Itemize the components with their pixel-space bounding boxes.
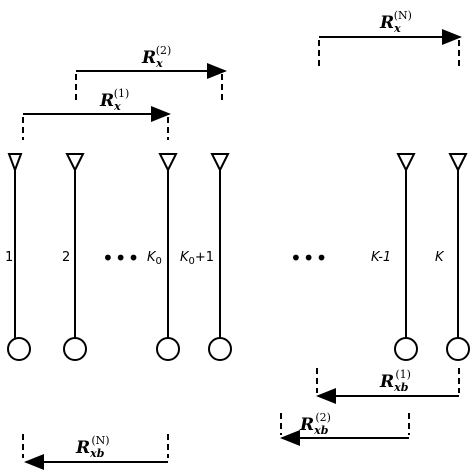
ellipsis-right: ••• — [290, 246, 328, 270]
antenna-1-label: 1 — [5, 250, 13, 265]
ellipsis-left: ••• — [102, 246, 140, 270]
antenna-k-minus-1 — [394, 153, 418, 361]
span-rxbN — [22, 434, 169, 470]
rx2-label: Rx(2) — [141, 44, 171, 70]
antenna-k-label: K — [435, 250, 445, 265]
rxb1-label: Rxb(1) — [379, 368, 411, 394]
antenna-k0 — [156, 153, 180, 361]
antenna-k0-plus-1-label: K0+1 — [180, 250, 214, 267]
span-rx2 — [75, 63, 227, 101]
span-rxb2 — [280, 413, 410, 446]
antenna-k0-label: K0 — [147, 250, 162, 267]
antenna-2 — [63, 153, 87, 361]
antenna-1 — [7, 153, 31, 361]
rxbN-label: Rxb(N) — [75, 434, 110, 460]
span-rxN — [318, 29, 462, 69]
span-rx1 — [22, 106, 171, 140]
antenna-k0-plus-1 — [208, 153, 232, 361]
span-rxb1 — [316, 368, 460, 404]
antenna-k — [446, 153, 470, 361]
antenna-2-label: 2 — [62, 250, 70, 265]
rxN-label: Rx(N) — [379, 9, 412, 35]
rxb2-label: Rxb(2) — [299, 411, 331, 437]
rx1-label: Rx(1) — [99, 87, 129, 113]
antenna-k-minus-1-label: K-1 — [371, 250, 391, 265]
